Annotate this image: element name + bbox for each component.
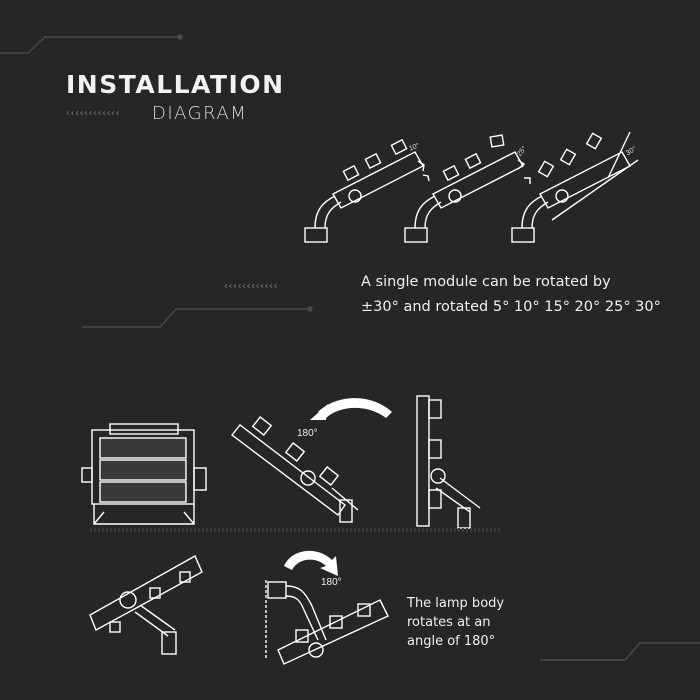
lower-middle-fixture-drawing	[265, 580, 389, 665]
module-rotation-drawings	[304, 131, 639, 243]
module-rotation-text: A single module can be rotated by ±30° a…	[361, 270, 661, 320]
tilted-fixture-drawing	[231, 415, 359, 523]
decor-lines	[0, 34, 700, 661]
vertical-fixture-drawing	[416, 395, 481, 529]
section-chevrons: ‹‹‹‹‹‹‹‹‹‹‹‹	[224, 281, 278, 292]
rotate-arrow-top	[318, 398, 392, 418]
front-view-drawing	[81, 423, 207, 525]
lamp-body-line1: The lamp body	[407, 596, 505, 611]
lamp-body-line3: angle of 180°	[407, 634, 496, 649]
rotation-label-top: 180°	[297, 428, 318, 439]
page-title: INSTALLATION	[66, 70, 285, 99]
module-rotation-line1: A single module can be rotated by	[361, 274, 611, 290]
lamp-body-rotation-text: The lamp body rotates at an angle of 180…	[407, 594, 504, 651]
rotate-arrow-bottom	[284, 550, 338, 576]
lamp-body-line2: rotates at an	[407, 615, 491, 630]
header-chevrons: ‹‹‹‹‹‹‹‹‹‹‹‹	[66, 108, 120, 119]
module-rotation-line2: ±30° and rotated 5° 10° 15° 20° 25° 30°	[361, 299, 661, 315]
rotation-label-bottom: 180°	[321, 577, 342, 588]
lower-left-fixture-drawing	[89, 555, 203, 655]
page-subtitle: DIAGRAM	[152, 103, 248, 124]
